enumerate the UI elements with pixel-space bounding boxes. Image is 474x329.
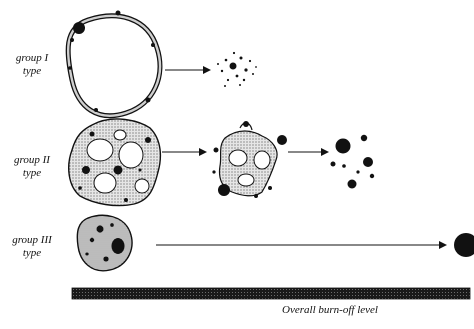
group-ii-particle	[69, 119, 161, 206]
group-i-cenosphere	[68, 11, 160, 116]
group-ii-fragmenting-particle	[212, 121, 287, 198]
group-ii-fragments	[331, 135, 375, 189]
group-i-fragments	[217, 52, 257, 87]
group-iii-particle	[77, 215, 132, 270]
burnoff-level-label: Overall burn-off level	[250, 304, 410, 316]
burnoff-level-bar	[72, 288, 470, 299]
group-iii-residue	[454, 233, 474, 257]
